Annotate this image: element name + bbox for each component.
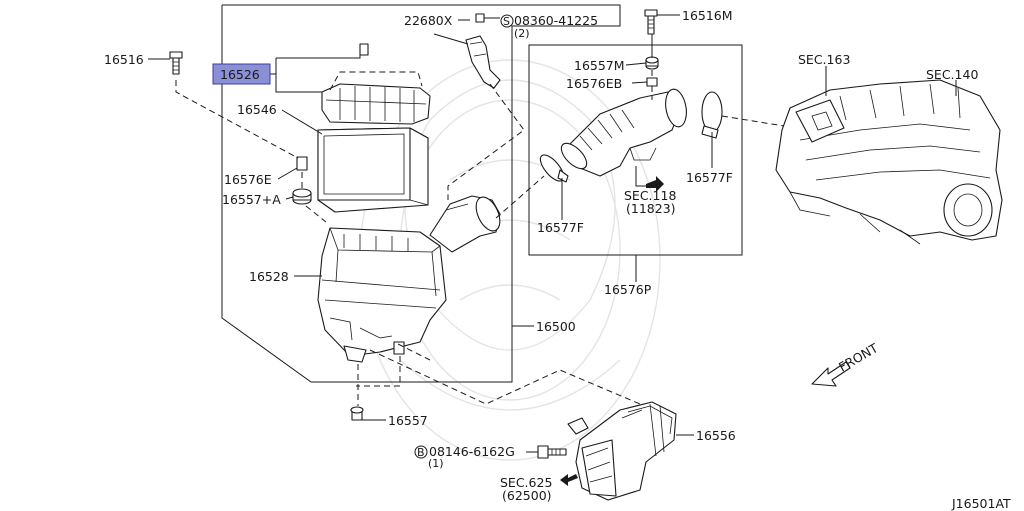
body-mount-grommet — [393, 341, 405, 355]
highlight-box-16526 — [212, 63, 271, 85]
bolt-16516m — [644, 9, 658, 35]
part-label-16516m[interactable]: 16516M — [682, 8, 733, 23]
qty-08360: (2) — [514, 27, 530, 40]
air-inlet-duct — [567, 401, 677, 501]
section-label-sec140[interactable]: SEC.140 — [926, 67, 978, 82]
part-label-16577f-right[interactable]: 16577F — [686, 170, 733, 185]
qty-08146: (1) — [428, 457, 444, 470]
part-label-16516[interactable]: 16516 — [104, 52, 144, 67]
front-direction-arrow — [811, 361, 851, 387]
part-label-16528[interactable]: 16528 — [249, 269, 289, 284]
lid-leader-dash — [329, 71, 423, 91]
b-mark: B — [417, 446, 425, 459]
part-label-16576e[interactable]: 16576E — [224, 172, 272, 187]
section-label-sec118[interactable]: SEC.118 — [624, 188, 676, 203]
section-label-sec163[interactable]: SEC.163 — [798, 52, 850, 67]
part-label-22680x[interactable]: 22680X — [404, 13, 453, 28]
part-label-16557a[interactable]: 16557+A — [222, 192, 281, 207]
part-label-16557m[interactable]: 16557M — [574, 58, 625, 73]
lid-clip — [359, 43, 369, 56]
s-mark-circle — [500, 14, 514, 28]
assembly-dashed-lines — [175, 38, 785, 406]
intake-manifold — [775, 79, 1003, 245]
grommet-16576e — [296, 156, 308, 171]
front-label: FRONT — [836, 340, 881, 375]
b-mark-circle — [414, 445, 428, 459]
bolt-08146 — [537, 445, 567, 459]
grommet-16557 — [350, 406, 364, 421]
sec625-arrow — [560, 474, 578, 486]
part-label-16557[interactable]: 16557 — [388, 413, 428, 428]
section-label-sec625[interactable]: SEC.625 — [500, 475, 552, 490]
part-label-08360[interactable]: 08360-41225 — [514, 13, 598, 28]
hose-clamp-right — [701, 91, 723, 139]
part-label-16500[interactable]: 16500 — [536, 319, 576, 334]
s-mark: S — [503, 15, 510, 28]
insulator-16557a — [292, 188, 312, 205]
part-label-16577f-left[interactable]: 16577F — [537, 220, 584, 235]
air-duct-hose — [560, 88, 687, 177]
sec118-arrow — [646, 176, 664, 192]
part-label-16576p[interactable]: 16576P — [604, 282, 652, 297]
part-label-08146[interactable]: 08146-6162G — [429, 444, 515, 459]
collar-16576eb — [646, 77, 658, 87]
diagram-code: J16501AT — [951, 496, 1011, 511]
mass-airflow-sensor — [465, 13, 501, 89]
bolt-16516 — [169, 51, 183, 75]
part-label-16546[interactable]: 16546 — [237, 102, 277, 117]
hose-clamp-left — [539, 154, 569, 183]
air-filter-lid — [321, 83, 431, 125]
air-cleaner-body — [317, 195, 501, 363]
part-label-16526[interactable]: 16526 — [220, 67, 260, 82]
part-label-16556[interactable]: 16556 — [696, 428, 736, 443]
air-filter-element — [317, 127, 429, 213]
grommet-16557m — [645, 56, 659, 70]
section-ref-62500: (62500) — [502, 488, 552, 503]
section-ref-11823: (11823) — [626, 201, 676, 216]
leader-lines — [148, 14, 957, 453]
part-label-16576eb[interactable]: 16576EB — [566, 76, 622, 91]
